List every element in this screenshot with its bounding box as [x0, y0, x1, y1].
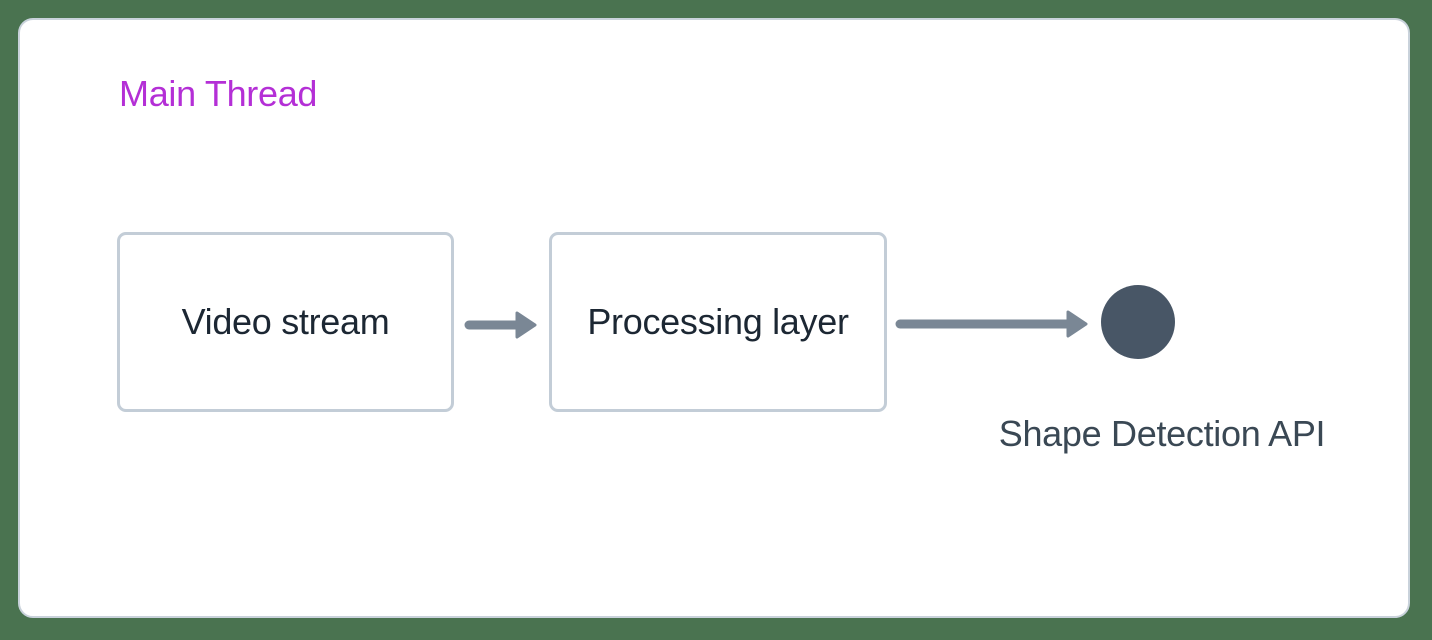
node-video-stream: Video stream	[117, 232, 454, 412]
arrow-right-icon	[464, 311, 537, 339]
shape-detection-endpoint-circle	[1101, 285, 1175, 359]
arrow-right-icon	[895, 310, 1088, 338]
lane-title: Main Thread	[119, 73, 318, 114]
node-video-stream-label: Video stream	[181, 301, 390, 342]
main-thread-lane: Main Thread Video stream Processing laye…	[18, 18, 1410, 618]
node-processing-layer: Processing layer	[549, 232, 887, 412]
shape-detection-endpoint-label: Shape Detection API	[998, 413, 1326, 454]
node-processing-layer-label: Processing layer	[587, 301, 849, 342]
